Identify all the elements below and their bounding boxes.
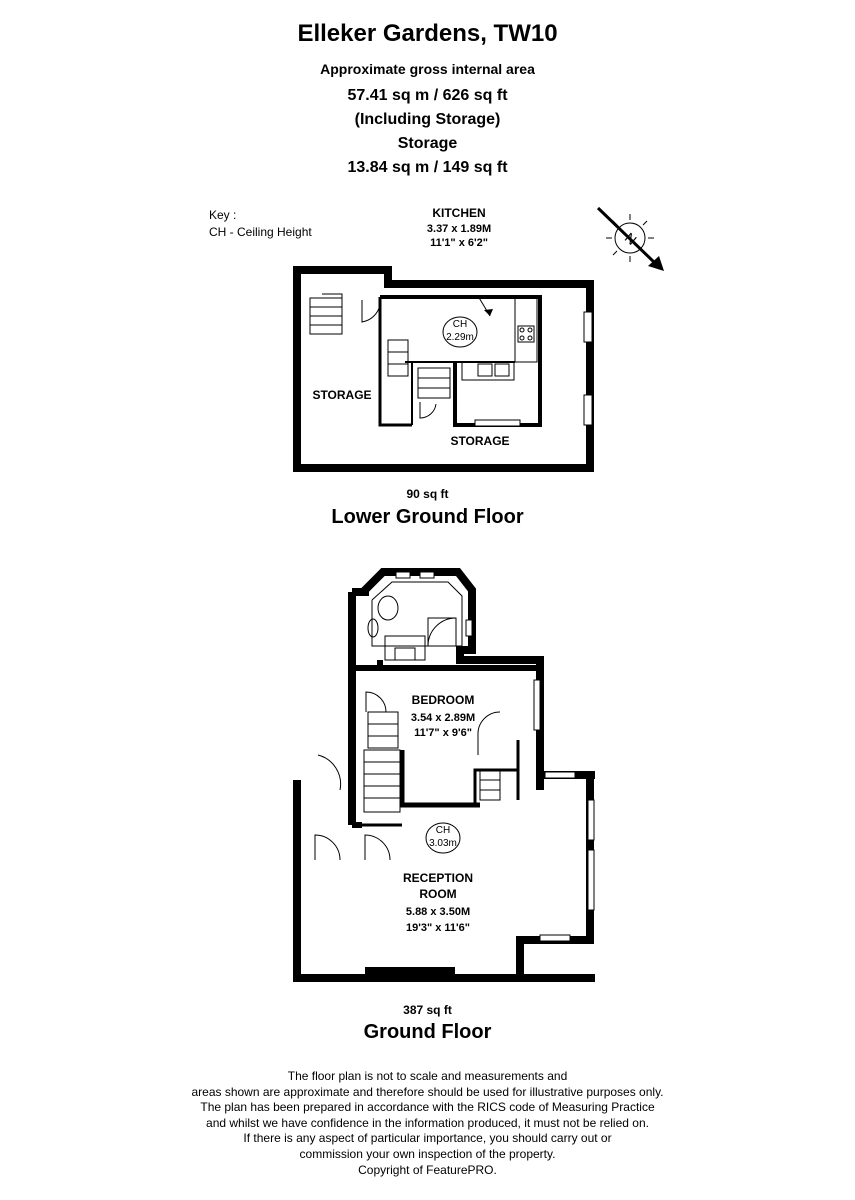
ground-floor-name: Ground Floor [363,1021,492,1043]
lower-ground-floor-name: Lower Ground Floor [331,506,524,528]
reception-label-line1: RECEPTION [402,871,473,885]
kitchen-dims-m: 3.37 x 1.89M [426,223,492,235]
disclaimer-line: and whilst we have confidence in the inf… [206,1115,649,1130]
key-item-ceiling-height: CH - Ceiling Height [209,225,312,239]
area-subtitle: Approximate gross internal area [320,61,535,77]
compass-icon: N [596,206,664,271]
storage-bottom-label: STORAGE [450,434,510,448]
disclaimer-line: The plan has been prepared in accordance… [200,1100,655,1115]
bedroom-dims-m: 3.54 x 2.89M [410,712,476,724]
copyright: Copyright of FeaturePRO. [358,1162,497,1177]
kitchen-ch-label: CH [453,319,467,330]
lower-ground-floor-area: 90 sq ft [406,487,449,501]
disclaimer-line: The floor plan is not to scale and measu… [287,1069,568,1083]
total-area: 57.41 sq m / 626 sq ft [347,87,508,104]
page-title: Elleker Gardens, TW10 [297,20,558,47]
reception-dims-m: 5.88 x 3.50M [405,906,471,918]
disclaimer-line: areas shown are approximate and therefor… [191,1084,664,1099]
reception-label-line2: ROOM [419,887,457,901]
reception-ch-value: 3.03m [429,838,457,849]
kitchen-ch-value: 2.29m [446,332,474,343]
bedroom-dims-ft: 11'7" x 9'6" [414,727,472,739]
key-heading: Key : [209,208,237,222]
kitchen-dims-ft: 11'1" x 6'2" [430,237,488,249]
disclaimer-line: If there is any aspect of particular imp… [243,1131,612,1146]
plan-key: Key : CH - Ceiling Height [209,207,312,241]
kitchen-label: KITCHEN [432,206,486,220]
storage-heading: Storage [397,135,458,152]
ground-floor-area: 387 sq ft [403,1003,452,1017]
including-storage-note: (Including Storage) [354,111,501,128]
storage-left-label: STORAGE [312,388,372,402]
bedroom-label: BEDROOM [411,693,475,707]
reception-ch-label: CH [436,825,450,836]
disclaimer-line: commission your own inspection of the pr… [299,1146,556,1161]
disclaimer: The floor plan is not to scale and measu… [0,1069,855,1178]
storage-area: 13.84 sq m / 149 sq ft [347,159,508,176]
reception-dims-ft: 19'3" x 11'6" [406,922,470,934]
